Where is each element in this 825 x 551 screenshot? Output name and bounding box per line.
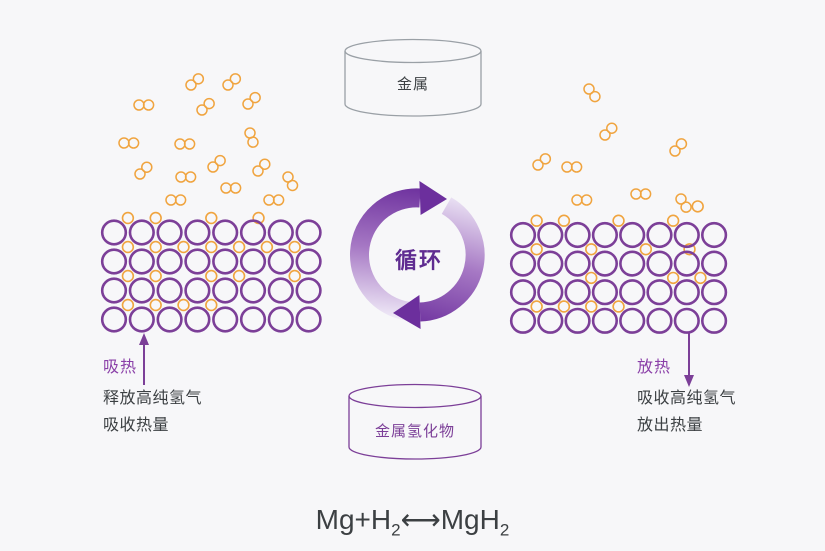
left-description: 释放高纯氢气 吸收热量 <box>103 385 202 439</box>
cylinder-outline-icon <box>344 38 482 117</box>
left-h2-molecules <box>118 73 299 206</box>
left-description-line2: 吸收热量 <box>103 417 170 434</box>
hydride-cylinder: 金属氢化物 <box>346 383 484 473</box>
equation-term: Mg+H <box>315 504 392 535</box>
metal-cylinder: 金属 <box>343 38 483 130</box>
absorb-heat-label: 吸热 <box>103 359 138 376</box>
up-arrow-icon <box>139 333 149 385</box>
release-heat-label: 放热 <box>637 359 672 376</box>
left-description-line1: 释放高纯氢气 <box>103 390 203 407</box>
cylinder-outline-icon <box>348 383 482 460</box>
cycle-arrows-icon <box>333 172 505 340</box>
equation-subscript: 2 <box>499 520 510 540</box>
right-h2-molecules <box>532 83 692 213</box>
equation: Mg+H2⟷MgH2 <box>0 503 825 539</box>
cycle-label: 循环 <box>394 248 443 273</box>
left-lattice <box>100 211 322 333</box>
equation-term: MgH <box>440 504 500 535</box>
down-arrow-icon <box>684 333 694 387</box>
right-lattice <box>509 200 728 334</box>
metal-cylinder-label: 金属 <box>396 76 429 93</box>
right-description-line2: 放出热量 <box>637 417 704 434</box>
equation-term: ⟷ <box>400 504 441 535</box>
hydride-cylinder-label: 金属氢化物 <box>374 423 455 440</box>
right-description-line1: 吸收高纯氢气 <box>637 390 737 407</box>
right-description: 吸收高纯氢气 放出热量 <box>637 385 736 439</box>
equation-subscript: 2 <box>391 520 401 540</box>
